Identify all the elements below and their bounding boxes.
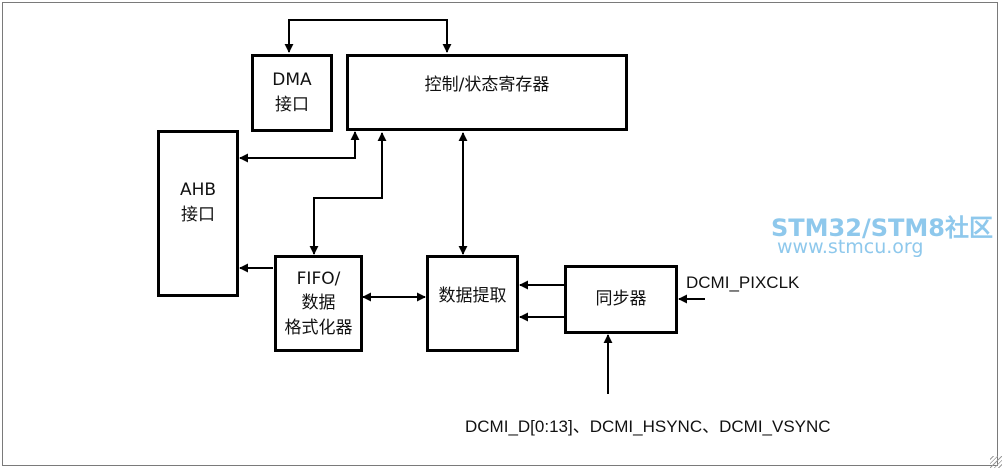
ahb-label: AHB bbox=[179, 179, 217, 200]
data-extract-label: 数据提取 bbox=[438, 286, 507, 307]
watermark-url: www.stmcu.org bbox=[777, 236, 924, 258]
dcmi-pixclk-label: DCMI_PIXCLK bbox=[686, 273, 800, 292]
resize-grip-icon bbox=[990, 456, 1002, 468]
dma-sublabel: 接口 bbox=[274, 95, 309, 115]
control-status-register-block: 控制/状态寄存器 bbox=[346, 54, 628, 131]
dcmi-data-sync-label: DCMI_D[0:13]、DCMI_HSYNC、DCMI_VSYNC bbox=[465, 417, 831, 436]
fifo-label-line3: 格式化器 bbox=[284, 317, 353, 338]
synchronizer-label: 同步器 bbox=[595, 289, 647, 310]
dma-interface-block: DMA 接口 bbox=[251, 54, 333, 132]
fifo-formatter-block: FIFO/ 数据 格式化器 bbox=[274, 255, 363, 352]
fifo-label-line2: 数据 bbox=[301, 293, 336, 314]
control-to-ahb-arrow bbox=[239, 131, 360, 163]
ahb-interface-block: AHB 接口 bbox=[157, 130, 239, 297]
control-fifo-link bbox=[309, 132, 387, 255]
fifo-label-line1: FIFO/ bbox=[296, 268, 341, 289]
data-extract-block: 数据提取 bbox=[426, 255, 519, 352]
control-status-register-label: 控制/状态寄存器 bbox=[424, 75, 550, 96]
dma-control-link bbox=[284, 19, 452, 53]
dma-label: DMA bbox=[272, 70, 312, 91]
watermark-title: STM32/STM8社区 bbox=[771, 214, 993, 242]
ahb-sublabel: 接口 bbox=[180, 204, 215, 225]
synchronizer-block: 同步器 bbox=[564, 265, 678, 334]
